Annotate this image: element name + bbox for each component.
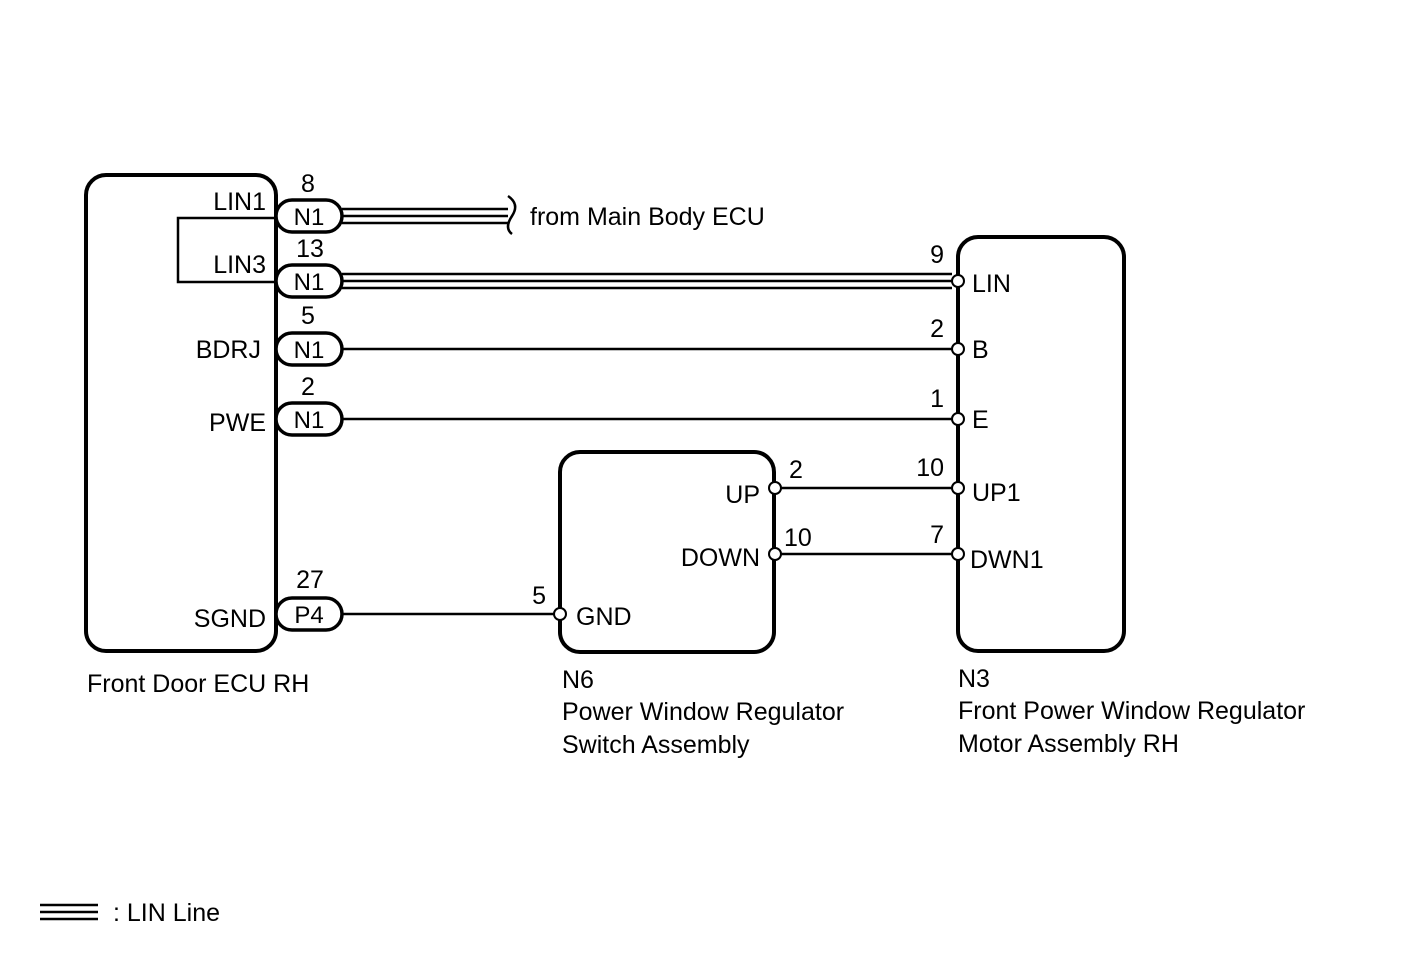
motor-pin-b-label: B xyxy=(972,336,989,364)
motor-pin-up1-number: 10 xyxy=(916,454,944,482)
ecu-pin-bdrj-number: 5 xyxy=(301,302,315,330)
switch-caption-line2: Switch Assembly xyxy=(562,731,750,759)
connector-lin3-code: N1 xyxy=(294,269,325,296)
motor-box xyxy=(956,235,1126,653)
motor-pin-lin-label: LIN xyxy=(972,270,1011,298)
motor-terminal-lin xyxy=(951,274,965,288)
ecu-pin-pwe-label: PWE xyxy=(209,409,266,437)
switch-pin-gnd-label: GND xyxy=(576,603,632,631)
ecu-pin-sgnd-label: SGND xyxy=(194,605,266,633)
motor-terminal-up1 xyxy=(951,481,965,495)
lin3-lin-line xyxy=(342,272,952,290)
motor-pin-b-number: 2 xyxy=(930,315,944,343)
motor-pin-lin-number: 9 xyxy=(930,241,944,269)
connector-pwe: N1 xyxy=(274,401,344,437)
ecu-pin-lin3-label: LIN3 xyxy=(213,251,266,279)
switch-pin-gnd-number: 5 xyxy=(532,582,546,610)
ecu-pin-lin1-number: 8 xyxy=(301,170,315,198)
connector-lin1-code: N1 xyxy=(294,204,325,231)
motor-pin-e-label: E xyxy=(972,406,989,434)
ecu-pin-pwe-number: 2 xyxy=(301,373,315,401)
motor-pin-dwn1-label: DWN1 xyxy=(970,546,1044,574)
connector-pwe-code: N1 xyxy=(294,407,325,434)
connector-lin1: N1 xyxy=(274,198,344,234)
ecu-pin-lin3-number: 13 xyxy=(296,235,324,263)
switch-terminal-up xyxy=(768,481,782,495)
switch-pin-up-number: 2 xyxy=(789,456,803,484)
motor-pin-up1-label: UP1 xyxy=(972,479,1021,507)
ecu-pin-sgnd-number: 27 xyxy=(296,566,324,594)
motor-pin-e-number: 1 xyxy=(930,385,944,413)
motor-caption-line1: Front Power Window Regulator xyxy=(958,697,1305,725)
motor-pin-dwn1-number: 7 xyxy=(930,521,944,549)
connector-sgnd-code: P4 xyxy=(294,602,323,629)
connector-sgnd: P4 xyxy=(274,596,344,632)
switch-terminal-down xyxy=(768,547,782,561)
motor-terminal-e xyxy=(951,412,965,426)
ecu-caption: Front Door ECU RH xyxy=(87,670,309,698)
motor-terminal-dwn1 xyxy=(951,547,965,561)
connector-bdrj-code: N1 xyxy=(294,337,325,364)
switch-pin-down-number: 10 xyxy=(784,524,812,552)
switch-terminal-gnd xyxy=(553,607,567,621)
legend: : LIN Line xyxy=(40,899,220,927)
ecu-pin-bdrj-label: BDRJ xyxy=(196,336,261,364)
ecu-internal-jumper xyxy=(176,216,276,284)
motor-caption-line2: Motor Assembly RH xyxy=(958,730,1179,758)
from-main-body-ecu-note: from Main Body ECU xyxy=(530,203,765,231)
legend-lin-line-symbol xyxy=(40,903,98,921)
switch-pin-up-label: UP xyxy=(725,481,760,509)
ecu-pin-lin1-label: LIN1 xyxy=(213,188,266,216)
switch-caption-line1: Power Window Regulator xyxy=(562,698,844,726)
connector-bdrj: N1 xyxy=(274,331,344,367)
lin1-lin-line xyxy=(342,194,517,235)
switch-pin-down-label: DOWN xyxy=(681,544,760,572)
motor-terminal-b xyxy=(951,342,965,356)
motor-code: N3 xyxy=(958,665,990,693)
switch-code: N6 xyxy=(562,666,594,694)
connector-lin3: N1 xyxy=(274,263,344,299)
legend-lin-line-label: : LIN Line xyxy=(113,899,220,927)
wire-break-mark xyxy=(506,194,517,235)
